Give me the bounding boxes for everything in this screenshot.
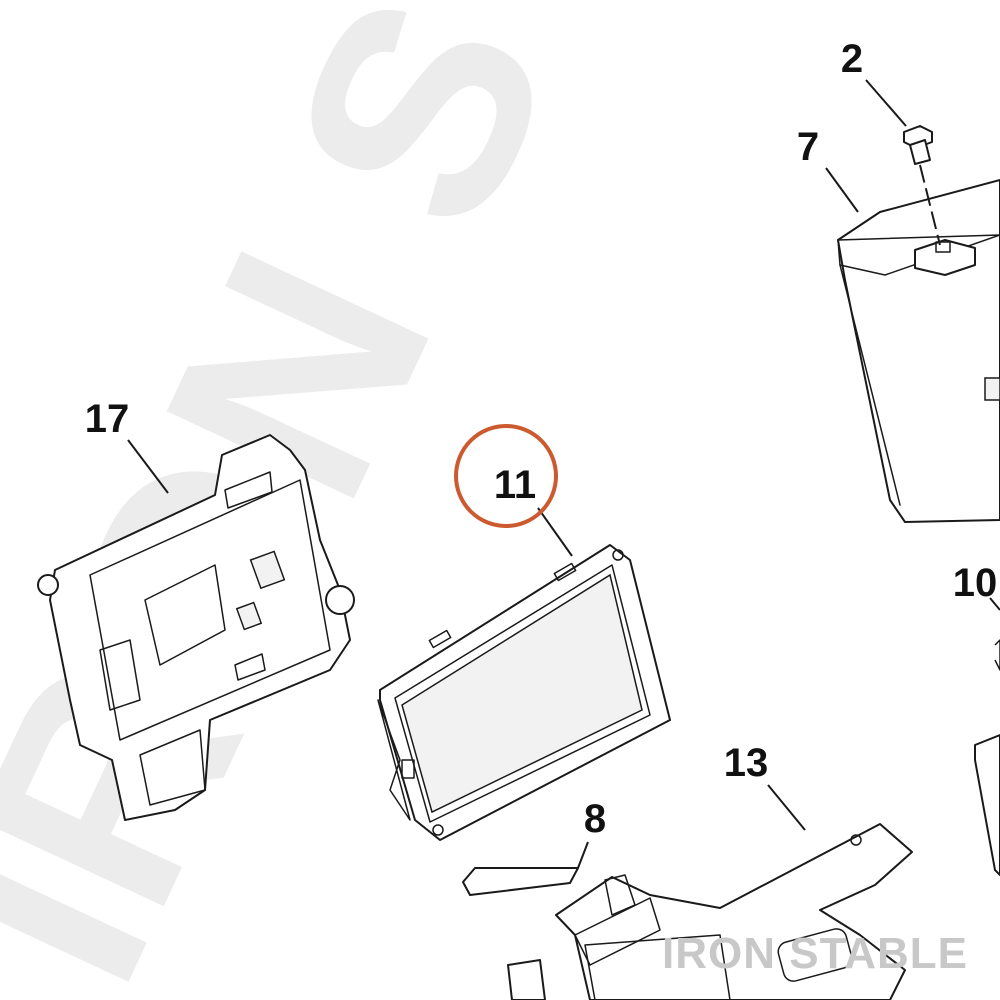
part-11-module[interactable] [377,544,671,841]
leader-line-2 [865,79,907,127]
part-7-battery[interactable] [837,179,1000,523]
callout-8[interactable]: 8 [584,797,606,841]
part-17-bracket[interactable] [37,434,355,821]
leader-line-11 [537,507,573,557]
leader-line-17 [127,439,169,494]
part-13-tray[interactable] [507,823,913,1000]
callout-7[interactable]: 7 [797,125,819,169]
leader-line-7 [825,167,859,213]
leader-line-13 [767,784,806,831]
callout-2[interactable]: 2 [841,37,863,81]
leader-line-10 [989,597,1000,611]
callout-10[interactable]: 10 [953,561,998,605]
highlight-circle [454,424,558,528]
callout-11[interactable]: 11 [494,463,536,507]
leader-line-8 [577,841,589,869]
callout-17[interactable]: 17 [85,397,130,441]
credit-watermark: IRON STABLE [662,929,968,978]
callout-13[interactable]: 13 [724,741,769,785]
part-8-pad[interactable] [462,867,579,896]
part-10-component[interactable] [974,639,1000,876]
part-2-bolt[interactable] [903,125,941,246]
